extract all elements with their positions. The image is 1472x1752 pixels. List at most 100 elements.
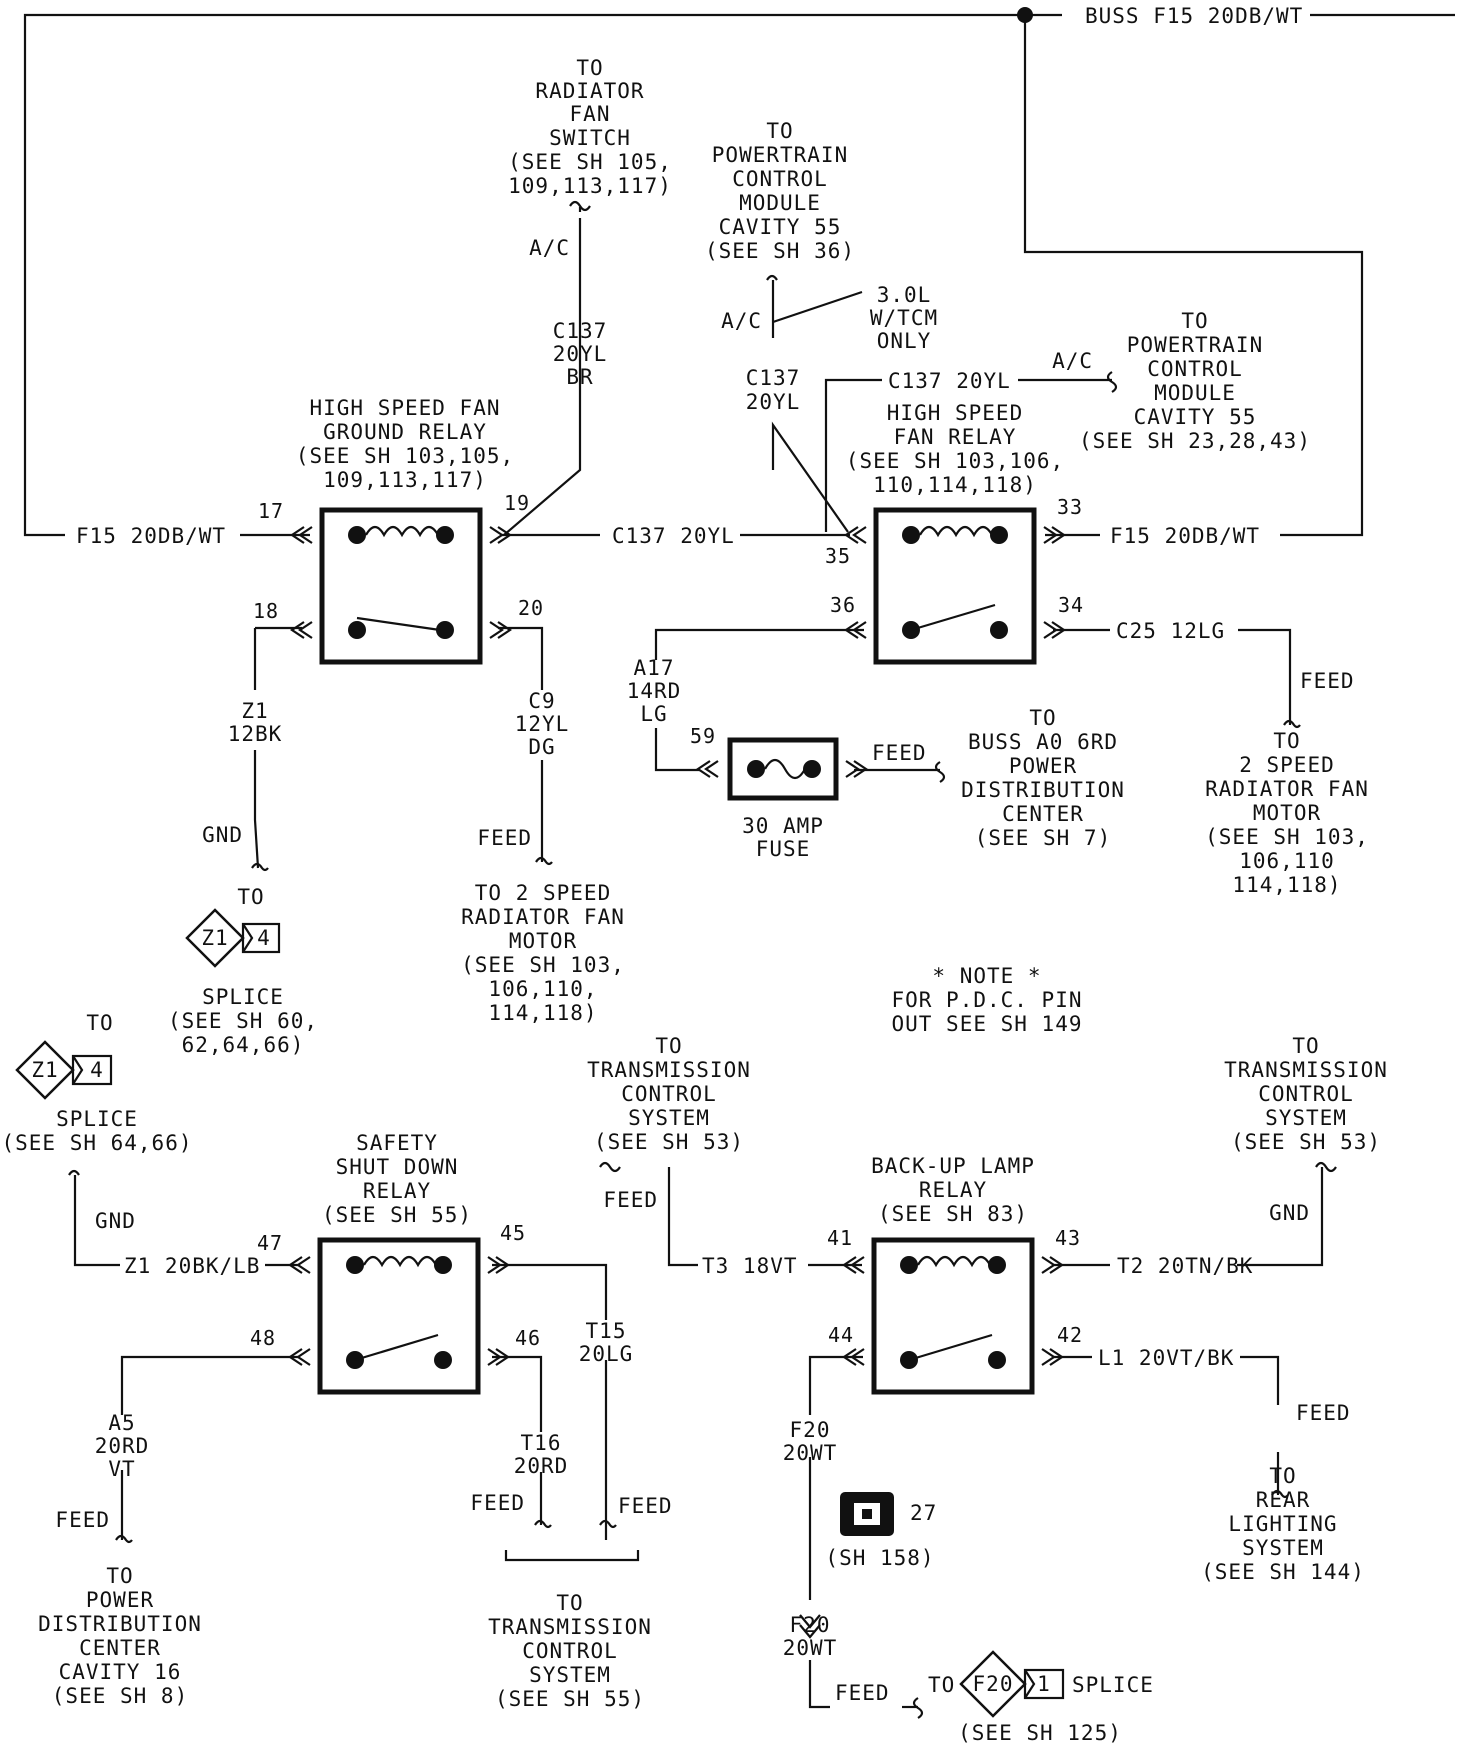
- motor-line: 106,110,: [488, 977, 597, 1001]
- tcs-top-line: TRANSMISSION: [587, 1058, 751, 1082]
- motor-line: 114,118): [488, 1001, 597, 1025]
- hs-fan-relay: [844, 507, 1066, 665]
- motor-right-line: 114,118): [1232, 873, 1341, 897]
- pin-43: 43: [1055, 1226, 1081, 1250]
- pcm-top-line: CONTROL: [732, 167, 828, 191]
- wire-f20-lower: F20: [790, 1613, 831, 1637]
- feed-label: FEED: [477, 826, 532, 850]
- pin-19: 19: [504, 491, 530, 515]
- pdc-note: * NOTE *: [932, 964, 1041, 988]
- tcs-bottom-line: TRANSMISSION: [488, 1615, 652, 1639]
- wire-f15-right: F15 20DB/WT: [1110, 524, 1260, 548]
- wire-f15-left: F15 20DB/WT: [76, 524, 226, 548]
- tcm-note: ONLY: [877, 329, 932, 353]
- wire-t3: T3 18VT: [702, 1254, 798, 1278]
- pdc-note: OUT SEE SH 149: [891, 1012, 1082, 1036]
- pin-42: 42: [1057, 1323, 1083, 1347]
- wire-a5: VT: [108, 1457, 135, 1481]
- splice-left-to: TO: [86, 1011, 113, 1035]
- fan-switch-line: 109,113,117): [508, 174, 672, 198]
- pin-20: 20: [518, 596, 544, 620]
- wire-a5: A5: [108, 1411, 135, 1435]
- pin-41: 41: [827, 1226, 853, 1250]
- splice-f20-to: TO: [928, 1673, 955, 1697]
- hs-ground-relay-title: GROUND RELAY: [323, 420, 487, 444]
- feed-label: FEED: [618, 1494, 673, 1518]
- safety-shutdown-relay: [288, 1237, 510, 1395]
- wire-t15: T15: [586, 1319, 627, 1343]
- fan-switch-line: FAN: [570, 102, 611, 126]
- rear-lighting-line: (SEE SH 144): [1201, 1560, 1365, 1584]
- fuse-label: FUSE: [756, 837, 811, 861]
- wire-c137-br: BR: [566, 365, 593, 389]
- backup-relay-title: BACK-UP LAMP: [871, 1154, 1035, 1178]
- wire-c137-top: C137: [746, 366, 801, 390]
- hs-ground-relay-title: 109,113,117): [323, 468, 487, 492]
- pcm-top-ac: A/C: [721, 309, 762, 333]
- pcm-top-line: CAVITY 55: [719, 215, 842, 239]
- splice-num: 4: [257, 926, 271, 950]
- splice-f20-sheet: (SEE SH 125): [958, 1721, 1122, 1745]
- feed-label: FEED: [55, 1508, 110, 1532]
- tcs-right-line: TRANSMISSION: [1224, 1058, 1388, 1082]
- splice-z1-left: [15, 1040, 113, 1100]
- tcs-bottom-line: CONTROL: [522, 1639, 618, 1663]
- pdc-cavity-line: DISTRIBUTION: [38, 1612, 202, 1636]
- pdc-line: POWER: [1009, 754, 1077, 778]
- wire-c9: 12YL: [515, 712, 570, 736]
- pin-46: 46: [515, 1326, 541, 1350]
- wire-c25: C25 12LG: [1116, 619, 1225, 643]
- pin-33: 33: [1057, 495, 1083, 519]
- pdc-cavity-line: (SEE SH 8): [52, 1684, 188, 1708]
- tcm-note: 3.0L: [877, 283, 932, 307]
- pcm-top-line: (SEE SH 36): [705, 239, 855, 263]
- pin-34: 34: [1058, 593, 1084, 617]
- pcm-top-line: POWERTRAIN: [712, 143, 848, 167]
- pin-17: 17: [258, 499, 284, 523]
- splice-z1-upper: [185, 908, 281, 968]
- rear-lighting-line: SYSTEM: [1242, 1536, 1324, 1560]
- feed-label: FEED: [872, 741, 927, 765]
- motor-line: RADIATOR FAN: [461, 905, 625, 929]
- connector-sheet: (SH 158): [825, 1546, 934, 1570]
- pcm-right-ac: A/C: [1052, 349, 1093, 373]
- tcs-right-line: SYSTEM: [1265, 1106, 1347, 1130]
- hs-ground-relay-title: (SEE SH 103,105,: [296, 444, 514, 468]
- tcs-bottom-line: SYSTEM: [529, 1663, 611, 1687]
- asd-relay-title: SHUT DOWN: [336, 1155, 459, 1179]
- hs-fan-relay-title: (SEE SH 103,106,: [846, 449, 1064, 473]
- pdc-cavity-line: CAVITY 16: [59, 1660, 182, 1684]
- wire-c137-top: 20YL: [746, 390, 801, 414]
- pin-59: 59: [690, 724, 716, 748]
- motor-line: TO 2 SPEED: [475, 881, 611, 905]
- splice-f20-num: 1: [1037, 1672, 1051, 1696]
- asd-relay-title: RELAY: [363, 1179, 431, 1203]
- wire-a17: A17: [634, 656, 675, 680]
- wire-l1: L1 20VT/BK: [1098, 1346, 1234, 1370]
- pin-45: 45: [500, 1221, 526, 1245]
- tcs-top-line: (SEE SH 53): [594, 1130, 744, 1154]
- motor-right-line: MOTOR: [1253, 801, 1321, 825]
- motor-right-line: (SEE SH 103,: [1205, 825, 1369, 849]
- pcm-right-line: MODULE: [1154, 381, 1236, 405]
- pdc-cavity-line: CENTER: [79, 1636, 161, 1660]
- pin-47: 47: [257, 1231, 283, 1255]
- wire-z1: Z1: [241, 699, 268, 723]
- wire-f20-upper: 20WT: [783, 1441, 838, 1465]
- motor-right-line: 2 SPEED: [1239, 753, 1335, 777]
- splice-line: 62,64,66): [182, 1033, 305, 1057]
- fuse-label: 30 AMP: [742, 814, 824, 838]
- wire-f20-upper: F20: [790, 1418, 831, 1442]
- splice-left-id: Z1: [31, 1058, 58, 1082]
- feed-label: FEED: [1296, 1401, 1351, 1425]
- rear-lighting-line: TO: [1269, 1464, 1296, 1488]
- motor-right-line: TO: [1273, 729, 1300, 753]
- fuse-30-amp: [696, 737, 868, 801]
- asd-relay-title: SAFETY: [356, 1131, 438, 1155]
- wire-t16: 20RD: [514, 1454, 569, 1478]
- wire-a5: 20RD: [95, 1434, 150, 1458]
- pcm-right-line: CONTROL: [1147, 357, 1243, 381]
- tcm-note: W/TCM: [870, 306, 938, 330]
- motor-right-line: 106,110: [1239, 849, 1335, 873]
